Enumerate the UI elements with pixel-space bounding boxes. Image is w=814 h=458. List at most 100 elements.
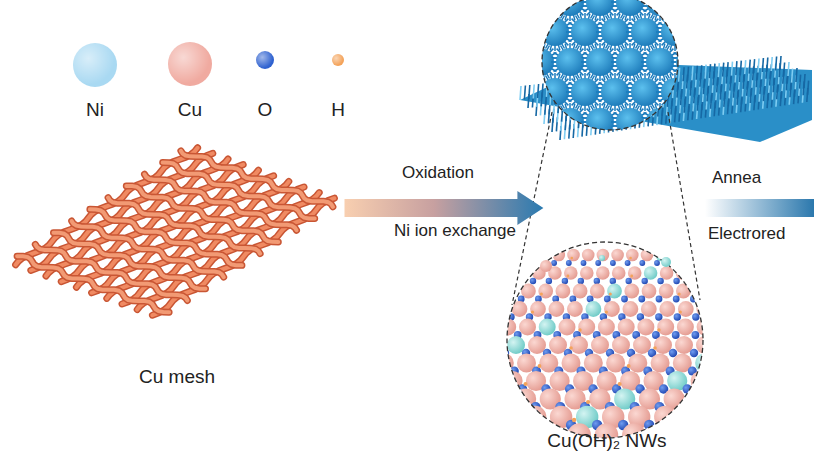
nanowire-spike: [681, 122, 691, 139]
nanowire: [796, 68, 797, 82]
legend-label: O: [258, 99, 273, 121]
o-atom: [506, 402, 516, 412]
h-atom: [535, 436, 540, 441]
nanowire-spike: [644, 0, 661, 2]
nanowire-spike: [569, 122, 571, 141]
nanowire-spike: [554, 0, 571, 2]
nanowire-sphere: [671, 43, 709, 81]
nanowire-spike: [565, 0, 570, 2]
cu-atom: [612, 266, 626, 280]
cu-atom: [731, 423, 754, 446]
nanowire-spike: [685, 2, 690, 20]
sphere-core: [646, 48, 674, 76]
nanowire: [727, 62, 728, 76]
nanowire-spike: [557, 0, 570, 2]
atom-circle-outline: [507, 242, 703, 438]
stage-panel: Cu mesh: [10, 140, 345, 388]
nanowire: [520, 86, 521, 100]
nanowire-spike: [660, 122, 678, 127]
o-atom: [546, 278, 552, 284]
sphere-core: [556, 48, 584, 76]
sphere-core: [616, 108, 644, 136]
nanowire-spike: [539, 122, 541, 141]
o-atom: [529, 438, 540, 449]
cu-atom: [624, 284, 639, 299]
cu-atom: [567, 301, 583, 317]
nanowire-spike: [552, 2, 570, 7]
h-atom: [609, 293, 612, 296]
nanowire: [784, 63, 785, 77]
nanowire-spike: [704, 32, 706, 51]
nanowire-spike: [689, 0, 691, 2]
nanowire-spike: [674, 0, 691, 2]
nanowire-spike: [705, 92, 723, 97]
nanowire-spike: [705, 16, 715, 33]
o-atom: [732, 349, 740, 357]
nanowire-sphere: [671, 0, 709, 21]
floating-atoms: [540, 255, 671, 272]
o-atom: [774, 420, 784, 430]
cu-atom: [641, 249, 654, 262]
nanowire-spike: [655, 122, 660, 140]
o-atom: [732, 367, 741, 376]
nanowire-spike: [705, 92, 718, 105]
cu-atom: [473, 354, 492, 373]
cu-atom: [498, 406, 520, 428]
nanowire-spike: [651, 0, 661, 2]
nanowire: [740, 61, 741, 75]
nanowire-spike: [705, 32, 710, 50]
nanowire-spike: [690, 0, 708, 2]
nanowire-spike: [690, 0, 707, 2]
nanowire-spike: [692, 79, 705, 92]
nanowire-spike: [687, 87, 705, 92]
cu-atom: [580, 266, 594, 280]
nanowire-spike: [535, 122, 540, 140]
nanowire-spike: [690, 49, 703, 62]
nanowire: [538, 84, 539, 98]
nanowire-spike: [660, 109, 673, 122]
nanowire-spike: [705, 31, 724, 33]
sphere-core: [601, 78, 629, 106]
sphere-core: [646, 108, 674, 136]
cu-atom: [688, 388, 709, 409]
nanowire-spike: [644, 122, 661, 132]
nanowire-spike: [674, 53, 691, 63]
nanowire-spike: [527, 2, 540, 15]
nanowire-spike: [672, 2, 690, 7]
nanowire-spike: [647, 122, 660, 135]
nanowire-spike: [674, 113, 691, 123]
cu-atom: [637, 319, 654, 336]
o-atom: [514, 420, 524, 430]
nanowire-spike: [540, 2, 550, 19]
nanowire-spike: [540, 0, 550, 2]
nanowire-spike: [674, 62, 691, 72]
nanowire-spike: [675, 92, 685, 109]
o-atom: [551, 260, 557, 266]
nanowire: [529, 85, 530, 99]
nanowire-spike: [677, 0, 690, 2]
o-atom: [644, 420, 654, 430]
o-atom: [690, 349, 698, 357]
nanowire-sphere: [671, 103, 709, 141]
cu-atom: [578, 319, 595, 336]
nanowire-spike: [660, 121, 679, 123]
o-atom: [566, 260, 572, 266]
nanowire-spike: [705, 92, 722, 102]
nanowire-spike: [660, 2, 670, 19]
nanowire-spike: [524, 62, 541, 72]
nanowire-spike: [689, 103, 691, 122]
o-atom: [693, 438, 704, 449]
cu-atom: [475, 301, 491, 317]
cu-atom: [696, 301, 712, 317]
cu-atom: [446, 406, 468, 428]
nanowire-spike: [527, 0, 540, 2]
nanowire-spike: [671, 61, 690, 63]
h-atom: [571, 257, 574, 260]
h-atom: [512, 257, 515, 260]
nanowire-spike: [690, 44, 695, 62]
sphere-core: [601, 18, 629, 46]
nanowire-spike: [675, 87, 693, 92]
cu-atom: [618, 319, 635, 336]
nanowire-spike: [696, 32, 706, 49]
nanowire-spike: [687, 92, 705, 97]
